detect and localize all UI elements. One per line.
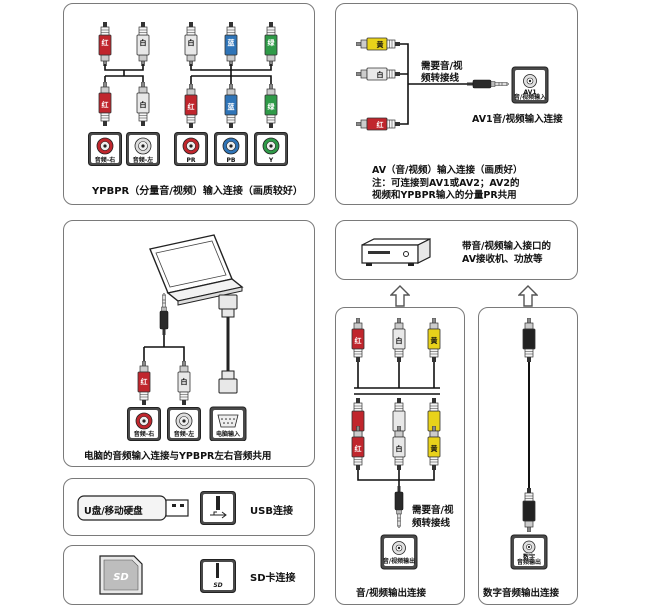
pc-caption: 电脑的音频输入连接与YPBPR左右音频共用 — [84, 451, 272, 462]
plug-label-green-1: 绿 — [268, 38, 276, 47]
pc-input-diagram: 红 白 音频-右 音频-左 电脑输入 — [127, 234, 247, 441]
plug-label-white-1: 白 — [140, 38, 147, 47]
pc-port-label-audio-right: 音频-右 — [134, 430, 155, 438]
laptop-icon — [149, 234, 244, 306]
av-output-panel: 红 白 黄 红 白 黄 音/视频输出 需要音/视 频转接线 音/视频输出连接 — [335, 307, 465, 605]
vga-cable-icon — [218, 294, 238, 394]
ypbpr-panel: 红 白 白 蓝 绿 红 白 红 蓝 绿 音频-右 音频-左 PR PB Y YP… — [63, 3, 315, 205]
av-input-panel: 黄 白 红 AV1 音/视频输入 需要音/视 频转接线 AV1音/视频输入连接 … — [335, 3, 578, 205]
plug-label-green-2: 绿 — [268, 102, 276, 111]
sd-card-icon: SD — [99, 555, 143, 595]
digital-port-label-1: 数字 — [523, 553, 535, 561]
av1-port-label: AV1 — [523, 89, 536, 96]
digital-caption: 数字音频输出连接 — [483, 588, 560, 599]
port-label-pb: PB — [227, 157, 236, 164]
plug-label-white-3: 白 — [140, 100, 147, 109]
pc-port-vga — [209, 406, 247, 441]
sd-caption: SD卡连接 — [250, 573, 296, 584]
avout-label-white-1: 白 — [396, 336, 403, 345]
receiver-panel: 带音/视频输入接口的 AV接收机、功放等 — [335, 220, 578, 280]
sd-card-label: SD — [113, 572, 129, 583]
pc-port-label-vga: 电脑输入 — [216, 430, 240, 438]
plug-label-white-2: 白 — [188, 38, 195, 47]
avout-jack-plug — [394, 486, 404, 528]
avout-label-red-1: 红 — [355, 336, 362, 345]
av-adapter-text-2: 频转接线 — [421, 73, 460, 84]
usb-caption: USB连接 — [250, 506, 293, 517]
av-plug-label-yellow: 黄 — [377, 40, 384, 49]
plug-label-blue-2: 蓝 — [228, 102, 235, 111]
av-note-line-1: 注：可连接到AV1或AV2；AV2的 — [372, 178, 520, 189]
sd-panel: SD SD SD卡连接 — [63, 545, 315, 605]
usb-stick-icon — [77, 495, 189, 521]
avout-port-icon — [380, 534, 418, 570]
avout-label-yellow-1: 黄 — [431, 336, 438, 345]
avout-label-yellow-2: 黄 — [431, 444, 438, 453]
av1-port-caption: AV1音/视频输入连接 — [472, 114, 563, 125]
plug-label-red-1: 红 — [102, 38, 109, 47]
arrow-up-icon-left — [390, 285, 410, 307]
receiver-text-2: AV接收机、功放等 — [462, 254, 543, 265]
svg-text:SD: SD — [213, 582, 222, 589]
usb-stick-label: U盘/移动硬盘 — [84, 506, 143, 517]
plug-label-blue-1: 蓝 — [228, 38, 235, 47]
arrow-up-icon-right — [518, 285, 538, 307]
plug-label-red-3: 红 — [188, 102, 195, 111]
digital-port-icon — [510, 534, 548, 570]
usb-panel: U盘/移动硬盘 USB连接 — [63, 478, 315, 536]
av1-port-sublabel: 音/视频输入 — [514, 93, 546, 101]
pc-plug-label-white: 白 — [181, 377, 188, 386]
avout-label-white-2: 白 — [396, 444, 403, 453]
digital-audio-panel: 数字 音频输出 数字音频输出连接 — [478, 307, 578, 605]
av-note-title: AV（音/视频）输入连接（画质好） — [372, 165, 523, 176]
av-jack-plug — [467, 79, 509, 89]
receiver-icon — [361, 238, 431, 266]
pc-port-label-audio-left: 音频-左 — [174, 430, 195, 438]
ypbpr-caption: YPBPR（分量音/视频）输入连接（画质较好） — [92, 186, 303, 197]
avout-port-label: 音/视频输出 — [383, 557, 415, 565]
av-input-diagram: 黄 白 红 AV1 音/视频输入 — [356, 37, 549, 131]
digital-audio-diagram: 数字 音频输出 — [510, 318, 548, 570]
port-label-audio-left: 音频-左 — [133, 156, 154, 164]
av-plug-label-red: 红 — [377, 120, 384, 129]
coax-plug-top — [522, 318, 536, 362]
pc-plug-label-red: 红 — [141, 377, 148, 386]
avout-caption: 音/视频输出连接 — [356, 588, 426, 599]
port-label-y: Y — [268, 157, 274, 164]
pc-input-panel: 红 白 音频-右 音频-左 电脑输入 电脑的音频输入连接与YPBPR左右音频共用 — [63, 220, 315, 467]
plug-label-red-2: 红 — [102, 100, 109, 109]
digital-port-label-2: 音频输出 — [517, 558, 541, 566]
sd-slot-icon: SD — [200, 559, 236, 593]
usb-port-icon — [200, 491, 236, 525]
av-adapter-text-1: 需要音/视 — [421, 61, 463, 72]
port-label-pr: PR — [186, 157, 195, 164]
av-plug-label-white: 白 — [377, 70, 384, 79]
av-output-diagram: 红 白 黄 红 白 黄 音/视频输出 — [351, 318, 441, 570]
receiver-text-1: 带音/视频输入接口的 — [462, 241, 551, 252]
av-note-line-2: 视频和YPBPR输入的分量PR共用 — [372, 190, 517, 201]
port-label-audio-right: 音频-右 — [95, 156, 116, 164]
ypbpr-cable-diagram: 红 白 白 蓝 绿 红 白 红 蓝 绿 音频-右 音频-左 PR PB Y — [88, 22, 288, 166]
coax-plug-bottom — [522, 488, 536, 532]
avout-label-red-2: 红 — [355, 444, 362, 453]
pc-audio-jack — [159, 293, 169, 335]
avout-adapter-text-1: 需要音/视 — [412, 505, 454, 516]
avout-adapter-text-2: 频转接线 — [412, 518, 451, 529]
